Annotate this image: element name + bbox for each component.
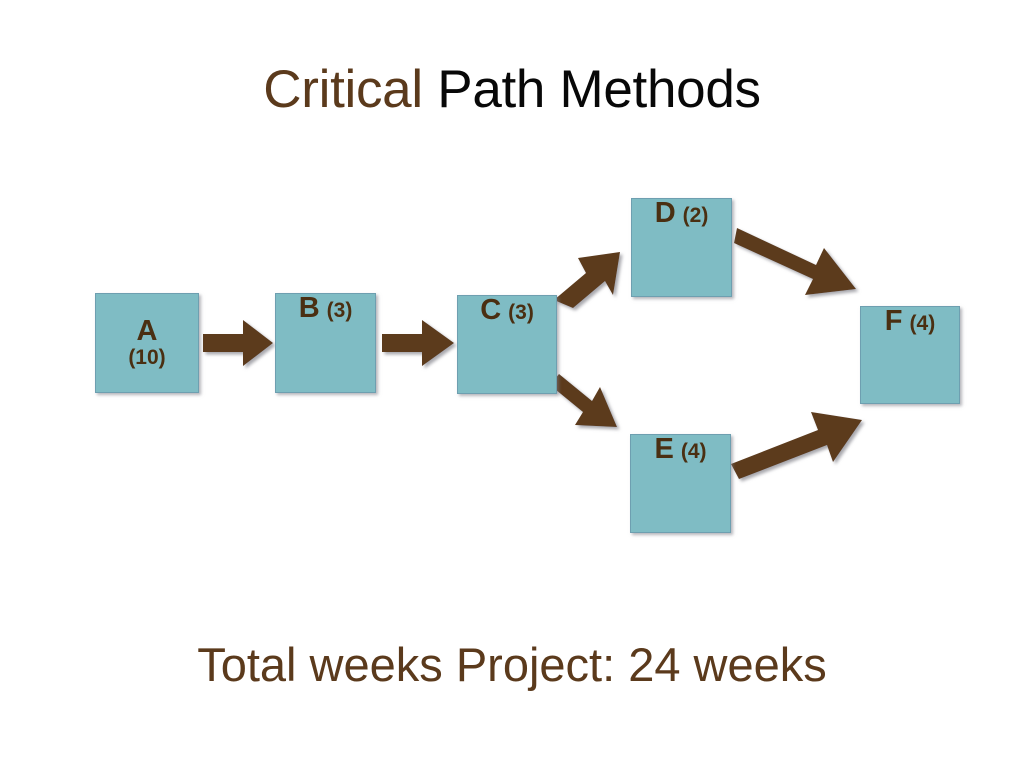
- task-node-e[interactable]: E (4): [630, 434, 731, 533]
- task-node-label: B: [298, 292, 320, 324]
- edge-arrow-a-b: [203, 320, 273, 366]
- edge-arrow-c-e: [550, 374, 617, 427]
- page-title-main: Path Methods: [422, 60, 761, 119]
- task-node-label: F: [884, 305, 903, 337]
- task-node-label: E: [654, 433, 674, 465]
- task-node-label: D: [654, 197, 676, 229]
- task-node-b[interactable]: B (3): [275, 293, 376, 393]
- task-node-label: C: [480, 294, 502, 326]
- task-node-duration: (10): [128, 345, 166, 369]
- task-node-duration: (4): [909, 312, 936, 335]
- task-node-duration: (2): [682, 204, 709, 227]
- task-node-duration: (3): [326, 299, 353, 322]
- task-node-c[interactable]: C (3): [457, 295, 557, 394]
- task-node-duration: (4): [680, 440, 707, 463]
- task-node-a[interactable]: A(10): [95, 293, 199, 393]
- edge-arrow-d-f: [734, 228, 856, 295]
- task-node-f[interactable]: F (4): [860, 306, 960, 404]
- edge-arrow-c-d: [554, 252, 620, 308]
- page-title-accent: Critical: [263, 60, 423, 119]
- task-node-label: A: [136, 315, 158, 348]
- task-node-d[interactable]: D (2): [631, 198, 732, 297]
- page-title: Critical Path Methods: [0, 62, 1024, 118]
- edge-arrow-b-c: [382, 320, 454, 366]
- task-node-duration: (3): [508, 301, 534, 324]
- total-weeks-note: Total weeks Project: 24 weeks: [197, 638, 827, 691]
- edge-arrow-e-f: [731, 412, 862, 479]
